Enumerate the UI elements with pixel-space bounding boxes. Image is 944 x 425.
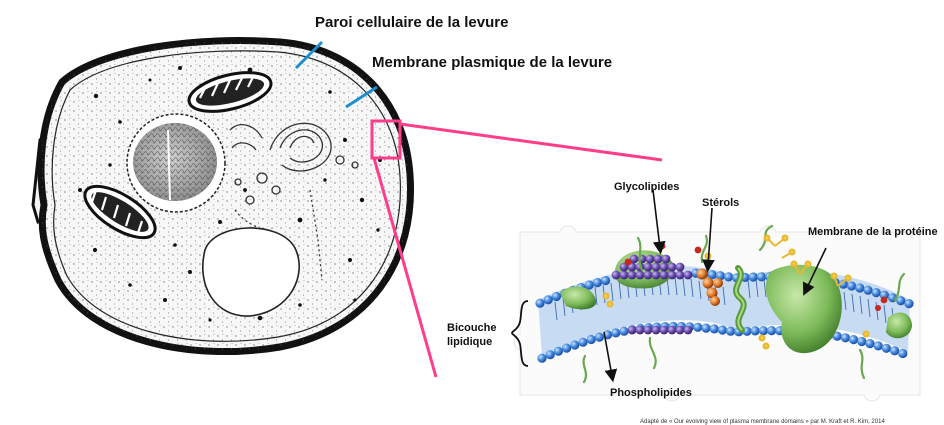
phospholipid-head-outer: [593, 278, 602, 287]
glycolipid-head: [684, 326, 693, 335]
glycolipid-head: [628, 326, 637, 335]
phospholipid-head-inner: [759, 326, 768, 335]
phospholipid-head-inner: [546, 350, 555, 359]
phospholipid-head-outer: [724, 272, 733, 281]
glycolipid-head: [652, 263, 661, 272]
glycolipid-head: [684, 271, 693, 280]
phospholipid-head-inner: [554, 347, 563, 356]
label-bilayer-line1: Bicouche: [447, 322, 497, 334]
glycolipid-head: [636, 326, 645, 335]
glycolipid-head: [676, 326, 685, 335]
glycolipid-head: [612, 271, 621, 280]
glycolipid-head: [652, 326, 661, 335]
phospholipid-head-inner: [537, 354, 546, 363]
phospholipid-head-outer: [855, 283, 864, 292]
glycolipid-head: [668, 326, 677, 335]
phospholipid-head-outer: [757, 272, 766, 281]
glycolipid-head: [676, 271, 685, 280]
phospholipid-head-outer: [585, 280, 594, 289]
phospholipid-head-outer: [601, 276, 610, 285]
phospholipid-head-inner: [718, 325, 727, 334]
glycolipid-head: [668, 263, 677, 272]
phospholipid-head-inner: [751, 326, 760, 335]
nucleus: [127, 114, 225, 212]
phospholipid-head-inner: [619, 327, 628, 336]
phospholipid-head-outer: [552, 292, 561, 301]
glycolipid-head: [668, 271, 677, 280]
phospholipid-head-outer: [847, 281, 856, 290]
glycolipid-head: [644, 326, 653, 335]
glycolipid-head: [646, 255, 655, 264]
glycolipid-head: [676, 263, 685, 272]
phospholipid-head-inner: [578, 338, 587, 347]
phospholipid-head-outer: [863, 286, 872, 295]
label-plasma-membrane: Membrane plasmique de la levure: [372, 54, 612, 71]
phospholipid-head-outer: [872, 288, 881, 297]
label-sterols: Stérols: [702, 197, 739, 209]
phospholipid-head-inner: [898, 349, 907, 358]
phospholipid-head-inner: [595, 333, 604, 342]
phospholipid-head-inner: [874, 341, 883, 350]
phospholipid-head-inner: [570, 340, 579, 349]
phospholipid-head-inner: [693, 323, 702, 332]
label-cell-wall: Paroi cellulaire de la levure: [315, 14, 508, 31]
phospholipid-head-inner: [726, 327, 735, 336]
zoom-guide-upper: [400, 124, 662, 160]
glycolipid-head: [660, 263, 669, 272]
glycolipid-head: [644, 263, 653, 272]
phospholipid-head-inner: [767, 326, 776, 335]
membrane-bilayer-illustration: [512, 190, 920, 401]
glycolipid-head: [644, 271, 653, 280]
phospholipid-head-inner: [587, 335, 596, 344]
glycolipid-head: [652, 271, 661, 280]
phospholipid-head-inner: [849, 335, 858, 344]
phospholipid-head-inner: [710, 324, 719, 333]
glycolipid-head: [636, 271, 645, 280]
label-glycolipids: Glycolipides: [614, 181, 679, 193]
phospholipid-head-outer: [544, 295, 553, 304]
phospholipid-head-inner: [701, 324, 710, 333]
glycolipid-head: [654, 255, 663, 264]
glycolipid-head: [662, 255, 671, 264]
phospholipid-head-inner: [857, 337, 866, 346]
phospholipid-head-inner: [841, 333, 850, 342]
source-credit: Adapté de « Our evolving view of plasma …: [640, 419, 885, 425]
phospholipid-head-outer: [904, 299, 913, 308]
phospholipid-head-inner: [611, 328, 620, 337]
glycolipid-head: [628, 271, 637, 280]
phospholipid-head-outer: [749, 272, 758, 281]
label-phospholipids: Phospholipides: [610, 387, 692, 399]
phospholipid-head-inner: [865, 339, 874, 348]
glycolipid-head: [620, 271, 629, 280]
phospholipid-head-inner: [890, 346, 899, 355]
label-membrane-protein: Membrane de la protéine: [808, 226, 938, 238]
phospholipid-head-inner: [882, 344, 891, 353]
phospholipid-head-inner: [562, 344, 571, 353]
yeast-cell-illustration: [33, 40, 420, 360]
label-bilayer-line2: lipidique: [447, 336, 492, 348]
glycolipid-head: [660, 326, 669, 335]
glycolipid-head: [660, 271, 669, 280]
phospholipid-head-outer: [535, 299, 544, 308]
